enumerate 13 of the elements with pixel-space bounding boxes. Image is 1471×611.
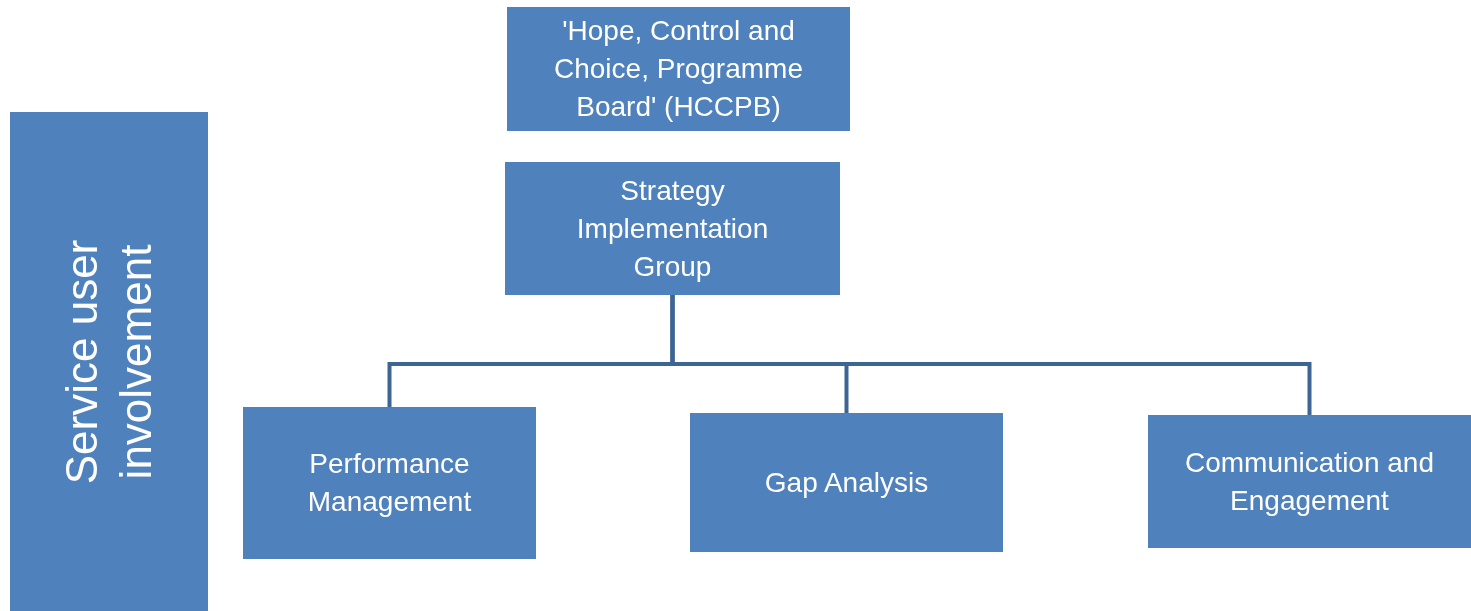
process-box xyxy=(507,7,850,131)
process-box xyxy=(505,162,840,295)
process-box xyxy=(1148,415,1471,548)
box-label: Communication and Engagement xyxy=(1184,445,1435,518)
box-label: 'Hope, Control and Choice, Programme Board' (HCCPB) xyxy=(553,14,804,124)
side-band xyxy=(10,112,208,611)
process-box xyxy=(690,413,1003,552)
connector-line xyxy=(670,295,1312,415)
box-label: Gap Analysis xyxy=(764,465,929,500)
band-label: Service user involvement xyxy=(56,238,161,486)
box-label: Performance Management xyxy=(306,447,473,519)
process-box xyxy=(243,407,536,559)
box-label: Strategy Implementation Group xyxy=(575,173,770,284)
